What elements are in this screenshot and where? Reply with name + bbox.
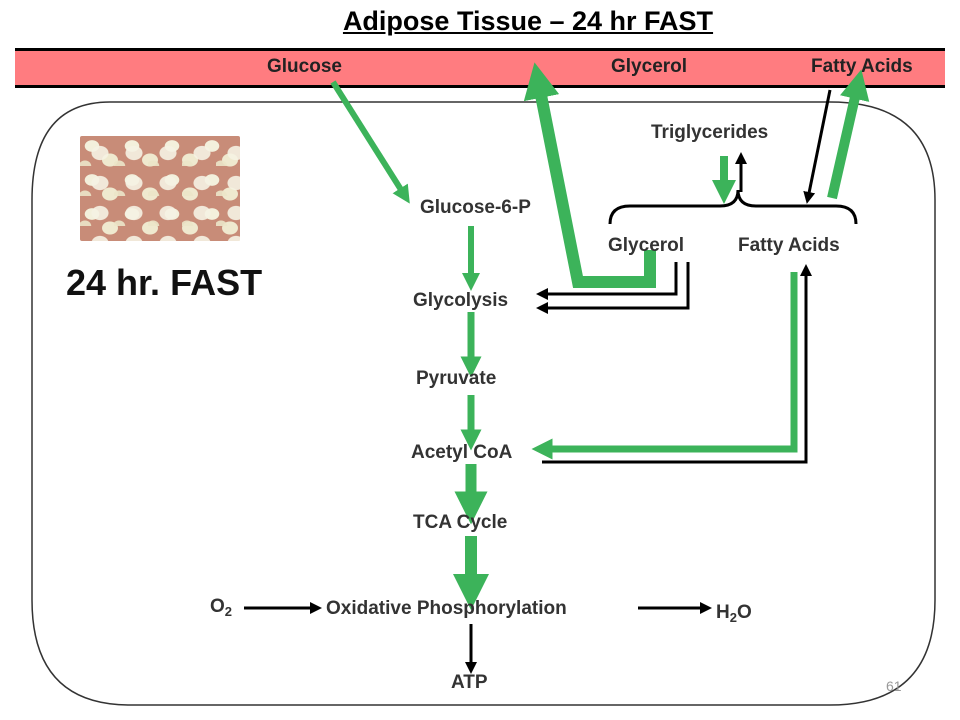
arrow-acetylcoa-fa <box>542 264 812 464</box>
label-tca-cycle: TCA Cycle <box>413 512 508 533</box>
triglyceride-brace <box>608 189 858 225</box>
o2-symbol: O <box>210 596 225 617</box>
fast-state-label: 24 hr. FAST <box>66 262 263 303</box>
arrow-fa-export <box>827 69 870 200</box>
arrow-fa-uptake <box>803 89 832 204</box>
arrow-fa-acetylcoa <box>531 272 798 460</box>
band-label-glucose: Glucose <box>267 56 342 77</box>
label-atp: ATP <box>451 672 488 693</box>
label-cell-fatty-acids: Fatty Acids <box>738 235 840 256</box>
label-glycolysis: Glycolysis <box>413 290 509 311</box>
cell-membrane <box>31 101 936 706</box>
band-label-fatty-acids: Fatty Acids <box>811 56 913 77</box>
label-pyruvate: Pyruvate <box>416 368 497 389</box>
adipose-tissue-image-overlay <box>80 136 240 241</box>
label-oxidative-phosphorylation: Oxidative Phosphorylation <box>326 598 567 619</box>
blood-band <box>15 48 945 88</box>
arrow-glycerol-glycolysis-1 <box>536 262 678 300</box>
arrow-glucose-uptake <box>330 80 410 204</box>
label-cell-glycerol: Glycerol <box>608 235 685 256</box>
label-acetyl-coa: Acetyl CoA <box>411 442 513 463</box>
h2o-o: O <box>736 602 752 623</box>
arrow-glycerol-export <box>523 62 656 288</box>
band-label-glycerol: Glycerol <box>611 56 688 77</box>
label-glucose-6-p: Glucose-6-P <box>420 197 531 218</box>
label-triglycerides: Triglycerides <box>651 122 769 143</box>
label-h2o: H2O <box>716 602 752 625</box>
h2o-subscript: 2 <box>729 610 737 625</box>
slide-title: Adipose Tissue – 24 hr FAST <box>342 6 714 36</box>
h2o-h: H <box>716 602 730 623</box>
o2-subscript: 2 <box>224 604 233 619</box>
page-number: 61 <box>886 678 902 694</box>
label-o2: O2 <box>210 596 232 619</box>
arrow-glycerol-glycolysis-2 <box>536 262 690 314</box>
